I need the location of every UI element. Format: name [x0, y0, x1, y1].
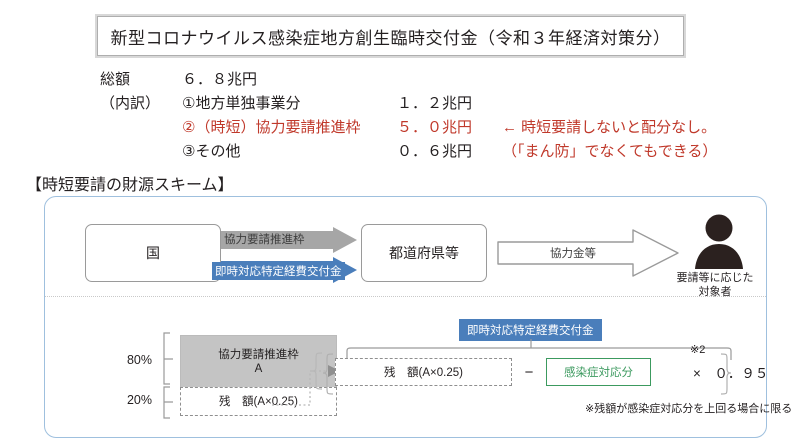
footnote-marker: ※2: [690, 344, 706, 356]
formula-group-bracket: [323, 353, 731, 395]
bar-pct-bottom: 20%: [126, 393, 152, 407]
arrow-outline-label: 協力金等: [550, 248, 596, 260]
budget-total-label: 総額: [100, 71, 131, 88]
person-caption-line1: 要請等に応じた: [676, 272, 754, 284]
budget-breakdown-label: （内訳）: [100, 95, 161, 112]
budget-item-label: ①地方単独事業分: [182, 95, 301, 112]
budget-row: ③その他 ０．６兆円 （「まん防」でなくてもできる）: [100, 140, 800, 164]
document-title-box: 新型コロナウイルス感染症地方創生臨時交付金（令和３年経済対策分）: [97, 16, 684, 56]
bar-brackets: [163, 332, 173, 419]
formula-row: 残 額(A×0.25) − 感染症対応分 × ０．９５: [335, 357, 768, 387]
scheme-container: 国 協力要請推進枠 即時対応特定経費交付金 都道府県等 協力金等 要請等に応じた…: [44, 196, 792, 438]
flow-box-prefecture: 都道府県等: [361, 224, 487, 282]
bar-segment-top-sublabel: A: [254, 363, 263, 375]
arrow-outline: [497, 229, 679, 277]
bar-segment-bottom: 残 額(A×0.25): [180, 387, 337, 416]
budget-item-amount: ０．６兆円: [397, 143, 473, 160]
budget-total-row: 総額 ６．８兆円: [100, 68, 800, 92]
arrow-blue-label: 即時対応特定経費交付金: [212, 262, 345, 280]
person-icon: [695, 214, 743, 269]
flow-box-country: 国: [85, 224, 221, 282]
bar-segment-top-label: 協力要請推進枠: [218, 349, 299, 361]
budget-total-amount: ６．８兆円: [182, 71, 258, 88]
budget-breakdown: 総額 ６．８兆円 （内訳） ①地方単独事業分 １．２兆円 ②（時短）協力要請推進…: [100, 68, 800, 164]
formula-minus-operator: −: [524, 363, 534, 381]
formula-zangaku-box: 残 額(A×0.25): [335, 358, 512, 386]
scheme-heading: 【時短要請の財源スキーム】: [26, 177, 234, 194]
person-caption: 要請等に応じた 対象者: [640, 271, 790, 299]
footnote-text: ※残額が感染症対応分を上回る場合に限る: [585, 403, 793, 415]
budget-item-amount: ５．０兆円: [397, 119, 473, 136]
blue-tag-bracket: [346, 339, 732, 360]
flow-box-prefecture-label: 都道府県等: [389, 245, 459, 261]
formula-kansen-box: 感染症対応分: [546, 358, 651, 386]
flow-box-country-label: 国: [146, 245, 160, 261]
dotted-connector: [272, 352, 340, 406]
budget-note-line2: （「まん防」でなくてもできる）: [502, 143, 718, 160]
budget-note-line1: ← 時短要請しないと配分なし。: [502, 119, 717, 136]
budget-row: （内訳） ①地方単独事業分 １．２兆円: [100, 92, 800, 116]
budget-item-label: ③その他: [182, 143, 241, 160]
arrow-gray-label: 協力要請推進枠: [224, 234, 305, 246]
bar-segment-top: 協力要請推進枠 A: [180, 335, 337, 389]
budget-item-label: ②（時短）協力要請推進枠: [182, 119, 361, 136]
blue-tag-label: 即時対応特定経費交付金: [459, 319, 602, 341]
person-caption-line2: 対象者: [698, 286, 732, 298]
bar-pct-top: 80%: [126, 353, 152, 367]
page-title: 新型コロナウイルス感染症地方創生臨時交付金（令和３年経済対策分）: [110, 28, 671, 48]
arrow-gray: [221, 227, 357, 253]
budget-item-amount: １．２兆円: [397, 95, 473, 112]
budget-row-highlighted: ②（時短）協力要請推進枠 ５．０兆円 ← 時短要請しないと配分なし。: [100, 116, 800, 140]
scheme-divider: [45, 296, 766, 297]
